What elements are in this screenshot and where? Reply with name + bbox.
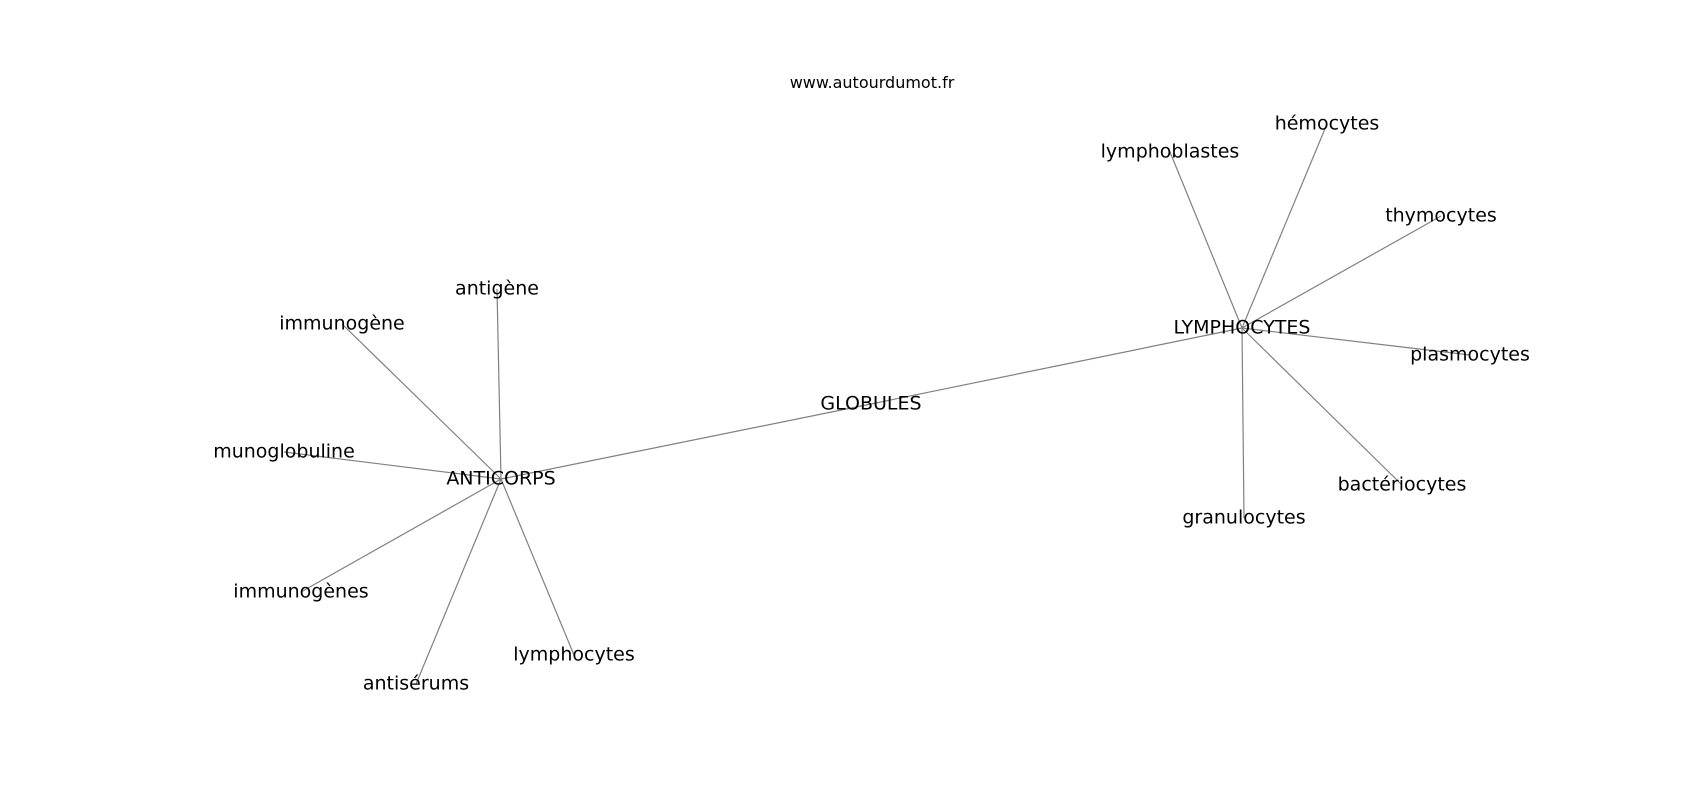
- edge-anticorps-immunogene: [341, 323, 502, 480]
- edge-globules-anticorps: [500, 403, 872, 480]
- edge-lymphocytes-plasmocytes: [1241, 327, 1471, 356]
- edge-anticorps-antiserums: [415, 478, 502, 685]
- edge-globules-lymphocytes: [870, 327, 1243, 405]
- node-label-antiserums: antisérums: [363, 673, 469, 695]
- node-label-lymphoblastes: lymphoblastes: [1101, 141, 1240, 163]
- edge-anticorps-antigene: [496, 288, 502, 480]
- node-label-bacteriocytes: bactériocytes: [1338, 474, 1467, 496]
- graph-edges: [283, 123, 1471, 685]
- node-label-granulocytes: granulocytes: [1182, 507, 1305, 529]
- node-label-lymphocytes: LYMPHOCYTES: [1174, 317, 1311, 339]
- node-label-plasmocytes: plasmocytes: [1410, 344, 1530, 366]
- edge-anticorps-lymphocytes: [500, 478, 575, 656]
- node-label-lymphocytes: lymphocytes: [513, 644, 635, 666]
- node-label-hemocytes: hémocytes: [1275, 113, 1380, 135]
- node-label-globules: GLOBULES: [820, 393, 921, 415]
- edge-lymphocytes-granulocytes: [1241, 327, 1245, 519]
- edge-lymphocytes-hemocytes: [1241, 123, 1328, 329]
- node-label-antigene: antigène: [455, 278, 539, 300]
- edge-lymphocytes-bacteriocytes: [1241, 327, 1403, 486]
- source-url: www.autourdumot.fr: [790, 73, 955, 92]
- edge-lymphocytes-lymphoblastes: [1169, 151, 1243, 329]
- edge-lymphocytes-thymocytes: [1241, 215, 1442, 329]
- edge-anticorps-munoglobuline: [283, 451, 502, 480]
- graph-nodes: GLOBULES ANTICORPS LYMPHOCYTES antigène immu…: [213, 113, 1530, 695]
- node-label-anticorps: ANTICORPS: [446, 468, 555, 490]
- edge-anticorps-immunogenes: [300, 478, 502, 593]
- node-label-immunogene: immunogène: [279, 313, 405, 335]
- node-label-munoglobuline: munoglobuline: [213, 441, 355, 463]
- node-label-immunogenes: immunogènes: [233, 581, 368, 603]
- node-label-thymocytes: thymocytes: [1385, 205, 1497, 227]
